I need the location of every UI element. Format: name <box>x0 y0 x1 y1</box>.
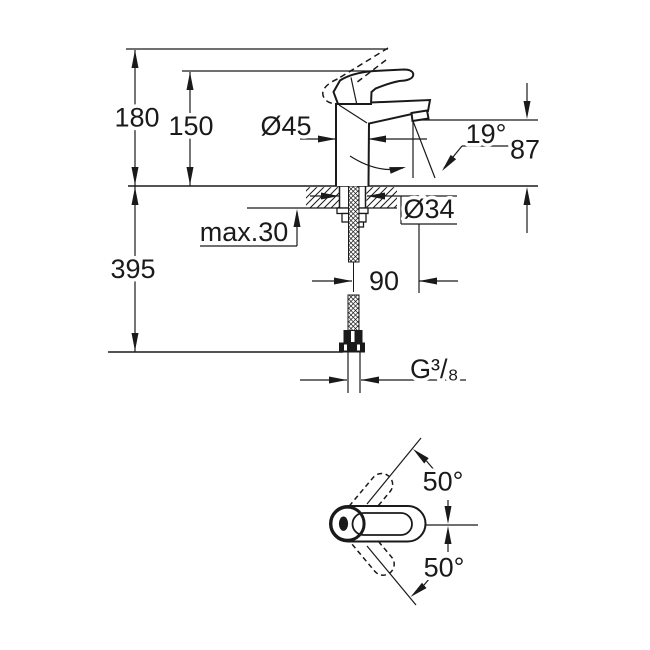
dim-label-50-lower: 50° <box>424 553 465 583</box>
dim-swivel-lower: 50° <box>366 545 468 606</box>
dim-spout-reach: 90 <box>312 263 458 300</box>
swivel-limit-line-lower <box>366 545 417 606</box>
arrowhead-right <box>318 135 336 143</box>
arrowhead-right <box>321 192 339 200</box>
threaded-rod <box>348 185 360 263</box>
dim-label-87: 87 <box>510 135 540 165</box>
dim-label-180: 180 <box>114 103 159 133</box>
angle-arrowhead-up <box>444 526 452 544</box>
arrowhead-upper <box>413 449 429 464</box>
handle-seam-line <box>350 77 358 104</box>
dim-deck-thickness: max.30 <box>196 209 301 251</box>
faucet-side-view: 180 150 395 Ø45 <box>107 47 544 393</box>
spout-angle-line <box>412 120 436 179</box>
dim-label-150: 150 <box>168 111 213 141</box>
arc-arrowhead <box>389 167 406 174</box>
dim-label-thread: G³/₈ <box>410 354 459 384</box>
dim-thread-size: G³/₈ <box>300 351 466 388</box>
body-seam-line <box>338 104 368 124</box>
arrowhead-up <box>131 50 139 68</box>
arrowhead-right <box>329 376 347 384</box>
arrowhead-left <box>368 135 386 143</box>
dim-total-height: 180 <box>111 48 388 186</box>
mounting-assembly <box>336 185 369 393</box>
handle-swivel-lower-outline <box>347 523 395 576</box>
dim-label-d45: Ø45 <box>260 111 311 141</box>
hose-fitting-nut <box>339 342 365 353</box>
arrowhead-down <box>186 167 194 185</box>
handle-swivel-upper-outline <box>345 472 394 525</box>
hose-fitting-highlight <box>351 331 355 342</box>
arrowhead-down <box>131 167 139 185</box>
dim-label-90: 90 <box>369 266 399 296</box>
arrowhead-left <box>361 376 379 384</box>
raised-handle-outline <box>322 47 389 105</box>
dim-hole-diameter: Ø34 <box>310 191 458 293</box>
dim-swivel-upper: 50° <box>366 437 467 505</box>
arrow-tail-lower <box>423 574 433 586</box>
knob-indicator-dot <box>338 516 349 531</box>
leader-arrowhead <box>442 154 457 171</box>
handle-knob-circle <box>329 505 366 542</box>
arrowhead-right <box>334 277 352 285</box>
arrowhead-up <box>293 209 301 227</box>
arrowhead-left <box>367 192 385 200</box>
dim-spout-height: 87 <box>421 83 544 233</box>
arrowhead-lower <box>410 582 427 597</box>
arrowhead-up <box>523 187 531 205</box>
arrow-tail-upper <box>426 460 436 472</box>
lever-top-view <box>351 512 413 536</box>
arrowhead-down <box>131 333 139 351</box>
dim-below-deck-length: 395 <box>107 186 343 353</box>
dim-label-50-upper: 50° <box>423 467 464 497</box>
arrowhead-left <box>419 277 437 285</box>
dim-label-395: 395 <box>110 254 155 284</box>
dim-body-diameter: Ø45 <box>257 108 427 145</box>
dim-label-d34: Ø34 <box>403 194 454 224</box>
dim-body-height: 150 <box>165 70 374 186</box>
dim-label-max30: max.30 <box>200 217 289 247</box>
dim-spout-angle: 19° <box>349 116 510 179</box>
faucet-top-view: 50° 50° <box>329 437 478 606</box>
arrowhead-down <box>523 101 531 119</box>
angle-arrowhead-down <box>444 506 452 524</box>
swivel-limit-line-upper <box>366 437 422 505</box>
arrowhead-up <box>186 72 194 90</box>
supply-hose <box>347 294 360 332</box>
dim-label-19deg: 19° <box>466 119 507 149</box>
faucet-body <box>322 47 432 187</box>
lever-handle <box>332 68 415 105</box>
fitting-nut-facet-right <box>357 344 360 351</box>
arrowhead-up <box>131 187 139 205</box>
fitting-nut-facet-left <box>344 344 347 351</box>
